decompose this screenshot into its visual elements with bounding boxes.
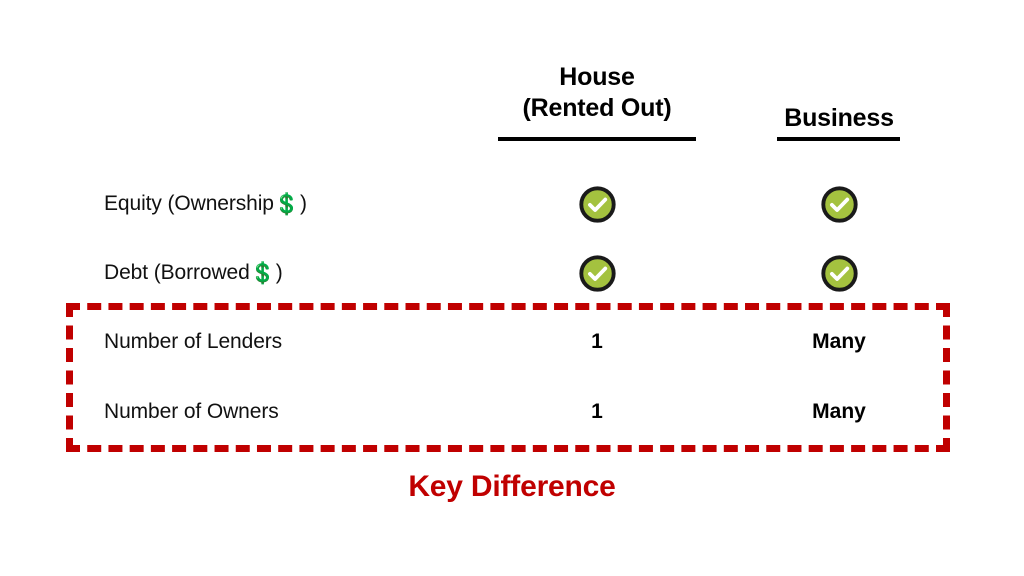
row-label-debt-suffix: ) [275, 261, 283, 284]
cell-owners-house: 1 [497, 389, 697, 435]
row-label-debt: Debt (Borrowed 💲 ) [104, 250, 283, 296]
table-row: Equity (Ownership 💲 ) [0, 181, 1024, 227]
key-difference-caption: Key Difference [408, 470, 616, 503]
cell-debt-business [760, 250, 918, 296]
column-header-house-line2: (Rented Out) [522, 93, 672, 122]
check-circle-icon [578, 185, 616, 223]
cell-debt-house [497, 250, 697, 296]
check-circle-icon [820, 185, 858, 223]
cell-value: 1 [591, 400, 603, 423]
column-header-house-line1: House [559, 63, 635, 91]
money-icon: 💲 [273, 192, 300, 216]
column-header-house-underline [498, 137, 696, 141]
cell-lenders-business: Many [760, 319, 918, 365]
row-label-debt-text: Debt (Borrowed [104, 261, 250, 284]
row-label-number-of-lenders: Number of Lenders [104, 330, 283, 353]
column-header-business-line1: Business [784, 104, 894, 132]
cell-value: Many [812, 400, 866, 423]
column-header-business-underline [777, 137, 900, 141]
cell-equity-house [497, 181, 697, 227]
money-icon: 💲 [249, 261, 276, 285]
cell-value: Many [812, 330, 866, 353]
cell-lenders-house: 1 [497, 319, 697, 365]
check-circle-icon [578, 254, 616, 292]
table-row: Debt (Borrowed 💲 ) [0, 250, 1024, 296]
cell-equity-business [760, 181, 918, 227]
row-label-equity-text: Equity (Ownership [104, 192, 274, 215]
cell-owners-business: Many [760, 389, 918, 435]
table-row: Number of Lenders 1 Many [0, 319, 1024, 365]
column-header-house: House (Rented Out) [488, 62, 706, 123]
cell-value: 1 [591, 330, 603, 353]
row-label-number-of-owners: Number of Owners [104, 400, 279, 423]
check-circle-icon [820, 254, 858, 292]
row-label-equity-suffix: ) [299, 192, 307, 215]
column-header-business: Business [760, 103, 918, 134]
row-label-equity: Equity (Ownership 💲 ) [104, 181, 307, 227]
table-row: Number of Owners 1 Many [0, 389, 1024, 435]
